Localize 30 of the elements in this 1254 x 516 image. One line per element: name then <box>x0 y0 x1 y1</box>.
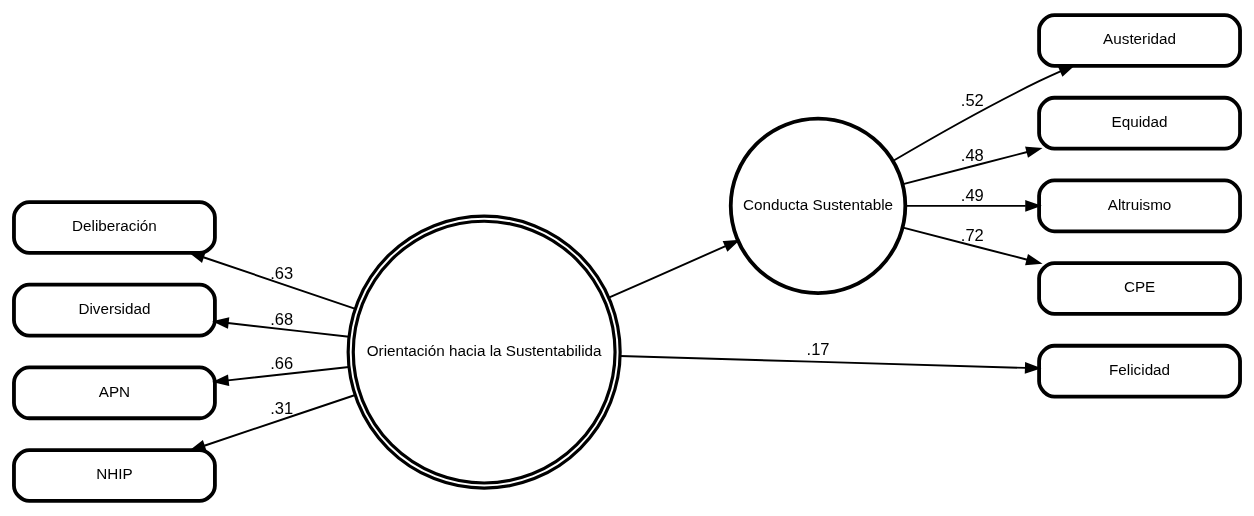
node-box: Deliberación <box>12 200 217 255</box>
edge-label: .72 <box>960 225 984 245</box>
node-circle: Conducta Sustentable <box>728 116 908 296</box>
node-box: Felicidad <box>1037 343 1242 399</box>
edge-label: .17 <box>806 340 830 360</box>
edge-label: .66 <box>270 354 294 374</box>
node-circle: Orientación hacia la Sustentabilida <box>346 214 622 490</box>
arrow <box>188 251 357 310</box>
node-box: APN <box>12 365 217 421</box>
edge-label: .49 <box>960 186 984 206</box>
edge-label: .48 <box>960 145 984 165</box>
node-box: Equidad <box>1037 95 1242 151</box>
arrow <box>902 226 1043 266</box>
arrow <box>212 317 350 338</box>
arrow <box>189 394 357 452</box>
arrow <box>902 146 1043 186</box>
arrow <box>607 239 741 299</box>
node-box: Altruismo <box>1037 178 1242 234</box>
edge-label: .63 <box>270 263 294 283</box>
arrow <box>904 200 1042 212</box>
edge-label: .52 <box>960 90 984 110</box>
node-box: CPE <box>1037 261 1242 316</box>
arrow <box>212 366 350 387</box>
node-box: Austeridad <box>1037 13 1242 68</box>
node-box: Diversidad <box>12 282 217 338</box>
edge-label: .31 <box>270 398 294 418</box>
arrow <box>618 355 1042 374</box>
node-box: NHIP <box>12 448 217 503</box>
arrow <box>892 64 1076 162</box>
edge-label: .68 <box>270 309 294 329</box>
